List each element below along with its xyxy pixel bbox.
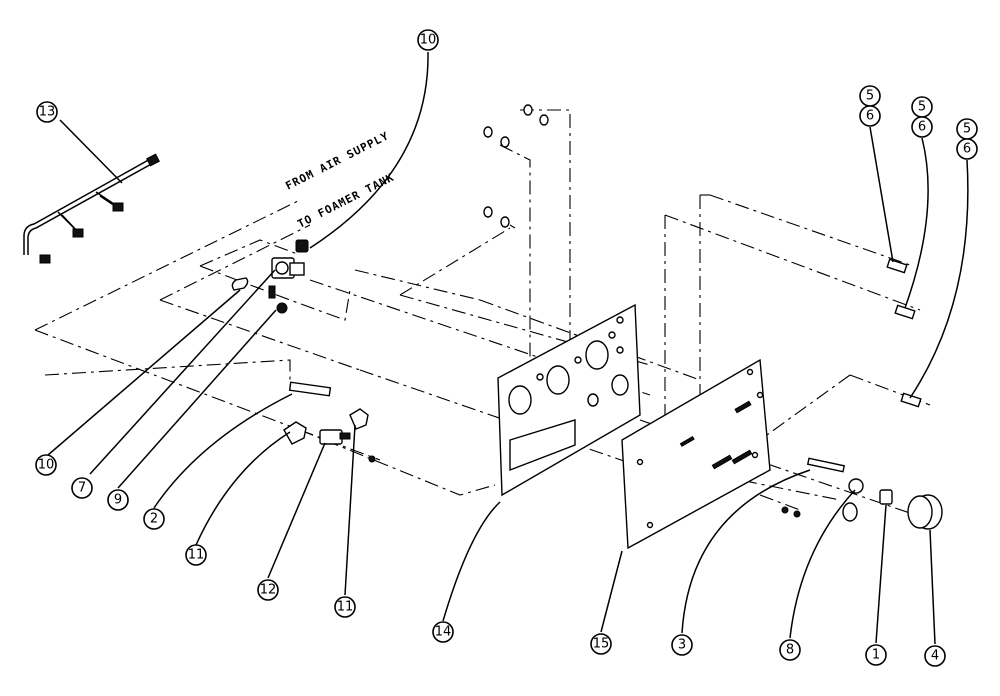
balloon-2: 2 xyxy=(143,508,165,530)
balloon-11-right: 11 xyxy=(334,596,356,618)
balloon-6-b-label: 6 xyxy=(918,120,926,135)
balloon-9: 9 xyxy=(107,489,129,511)
balloon-15-label: 15 xyxy=(593,637,610,652)
balloon-6-a-label: 6 xyxy=(866,109,874,124)
balloon-5-b-label: 5 xyxy=(918,100,926,115)
front-panel-part xyxy=(497,303,641,497)
balloon-9-label: 9 xyxy=(114,493,122,508)
balloon-11-left-label: 11 xyxy=(188,548,205,563)
balloon-12: 12 xyxy=(257,579,279,601)
balloon-10-left-label: 10 xyxy=(38,458,55,473)
balloon-15: 15 xyxy=(590,633,612,655)
balloon-7: 7 xyxy=(71,477,93,499)
balloon-14: 14 xyxy=(432,621,454,643)
balloon-6-a: 6 xyxy=(859,105,881,127)
balloon-4: 4 xyxy=(924,645,946,667)
balloon-5-c: 5 xyxy=(956,118,978,140)
gauge-group xyxy=(781,457,943,530)
balloon-8: 8 xyxy=(779,639,801,661)
balloon-6-c-label: 6 xyxy=(963,142,971,157)
balloon-2-label: 2 xyxy=(150,512,158,527)
balloon-11-right-label: 11 xyxy=(337,600,354,615)
balloon-5-a-label: 5 xyxy=(866,89,874,104)
balloon-13: 13 xyxy=(36,101,58,123)
balloon-3-label: 3 xyxy=(678,638,686,653)
balloon-5-a: 5 xyxy=(859,85,881,107)
balloon-10-top: 10 xyxy=(417,29,439,51)
hose-assembly-part xyxy=(23,153,160,264)
balloon-8-label: 8 xyxy=(786,643,794,658)
balloon-6-b: 6 xyxy=(911,116,933,138)
rear-panel-part xyxy=(621,358,771,550)
balloon-11-left: 11 xyxy=(185,544,207,566)
balloon-5-b: 5 xyxy=(911,96,933,118)
washers-top xyxy=(483,104,549,228)
leader-lines xyxy=(47,51,969,645)
balloon-6-c: 6 xyxy=(956,138,978,160)
balloon-5-c-label: 5 xyxy=(963,122,971,137)
balloon-13-label: 13 xyxy=(39,105,56,120)
nipple-valve-group xyxy=(283,381,376,463)
balloon-1-label: 1 xyxy=(872,648,880,663)
balloon-14-label: 14 xyxy=(435,625,452,640)
balloon-10-top-label: 10 xyxy=(420,33,437,48)
assembly-lines xyxy=(34,109,931,521)
balloon-1: 1 xyxy=(865,644,887,666)
balloon-3: 3 xyxy=(671,634,693,656)
balloon-7-label: 7 xyxy=(78,481,86,496)
right-fittings xyxy=(886,258,922,408)
balloon-4-label: 4 xyxy=(931,649,939,664)
balloon-10-left: 10 xyxy=(35,454,57,476)
regulator-assembly xyxy=(231,239,309,314)
balloon-12-label: 12 xyxy=(260,583,277,598)
